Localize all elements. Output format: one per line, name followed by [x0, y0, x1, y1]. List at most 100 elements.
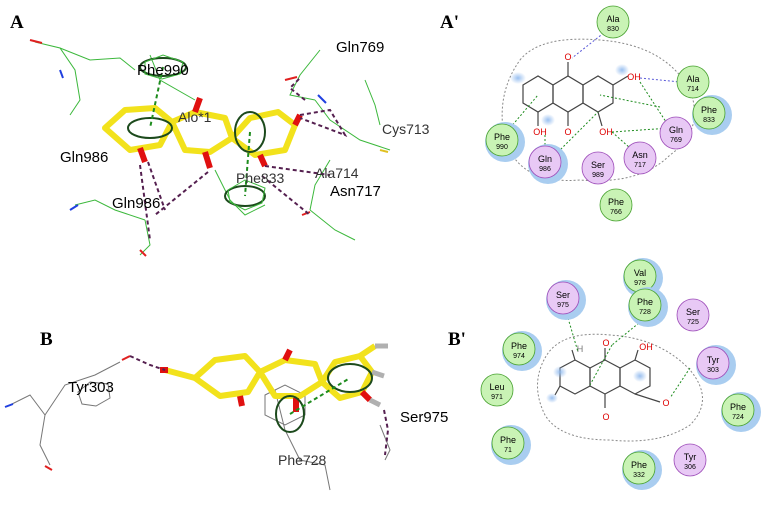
pi-rings-a [127, 57, 266, 207]
label-phe728: Phe728 [278, 452, 326, 468]
residue-number: 986 [539, 166, 551, 173]
residue-disc [581, 151, 615, 185]
residue-disc [528, 145, 562, 179]
pocket-contour-b [537, 333, 703, 442]
atom-h-b: H [577, 344, 584, 354]
residue-name: Ser [686, 307, 700, 317]
residue-disc [676, 298, 710, 332]
residue-ser-989: Ser 989 [581, 151, 615, 185]
label-gln769: Gln769 [336, 39, 384, 56]
atom-o-bottom-b: O [602, 412, 609, 422]
residues-a-prime: Ala830Ala714Phe833Phe990Gln769Asn717Ser9… [485, 5, 732, 222]
residue-name: Phe [511, 341, 527, 351]
solvent-spot [553, 366, 567, 378]
label-asn717: Asn717 [330, 183, 381, 200]
residue-disc [628, 288, 662, 322]
protein-sticks-b [9, 361, 391, 491]
residue-name: Leu [489, 382, 504, 392]
residue-ala-830: Ala 830 [596, 5, 630, 39]
panel-a-prime: A' O OH OH OH O [440, 5, 732, 222]
residue-number: 725 [687, 319, 699, 326]
interactions-a [139, 66, 348, 241]
residue-disc [596, 5, 630, 39]
label-gln986-lower: Gln986 [112, 195, 160, 212]
residue-number: 769 [670, 137, 682, 144]
label-phe990: Phe990 [137, 62, 189, 79]
panel-b-prime-letter: B' [448, 329, 466, 350]
residue-phe-833: Phe 833 [692, 95, 732, 135]
residue-number: 71 [504, 447, 512, 454]
residue-number: 978 [634, 280, 646, 287]
residue-disc [696, 346, 730, 380]
residue-name: Val [634, 268, 646, 278]
ligand-oxygens-a [137, 96, 303, 169]
ligand-3d-b [164, 343, 377, 401]
residue-name: Phe [701, 105, 717, 115]
solvent-spot [546, 393, 558, 403]
atom-o-top-b: O [602, 338, 609, 348]
ligand-terminals-b [368, 343, 388, 408]
residue-name: Gln [669, 125, 683, 135]
residue-name: Phe [631, 460, 647, 470]
residue-name: Tyr [707, 355, 720, 365]
residue-name: Tyr [684, 452, 697, 462]
residue-phe-728: Phe728 [628, 287, 668, 327]
ligand-2d-a [522, 62, 629, 127]
pi-rings-b [275, 363, 373, 433]
residue-number: 833 [703, 117, 715, 124]
residue-disc [692, 96, 726, 130]
residue-name: Gln [538, 154, 552, 164]
residue-phe-71: Phe 71 [491, 425, 531, 465]
atom-o-top: O [564, 52, 571, 62]
label-gln986-upper: Gln986 [60, 149, 108, 166]
residue-name: Ala [606, 14, 619, 24]
residue-number: 766 [610, 209, 622, 216]
hetero-atoms-b [4, 355, 131, 471]
residue-gln-769: Gln 769 [659, 116, 693, 150]
atom-oh-b: OH [639, 342, 653, 352]
residue-name: Phe [730, 402, 746, 412]
residue-name: Ser [556, 290, 570, 300]
residue-disc [673, 443, 707, 477]
atom-oh-mid: OH [599, 127, 613, 137]
residue-disc [721, 393, 755, 427]
residue-name: Phe [500, 435, 516, 445]
residue-disc [502, 332, 536, 366]
residue-disc [623, 141, 657, 175]
atom-o-bottom: O [564, 127, 571, 137]
panel-a: A [10, 12, 430, 257]
residue-disc [485, 123, 519, 157]
residue-disc [599, 188, 633, 222]
residue-ala-714: Ala714 [676, 65, 710, 99]
solvent-spot [541, 114, 555, 126]
residue-name: Phe [494, 132, 510, 142]
atom-o-right-b: O [662, 398, 669, 408]
ligand-2d-b [554, 348, 661, 408]
residue-name: Ser [591, 160, 605, 170]
residue-number: 306 [684, 464, 696, 471]
residue-number: 303 [707, 367, 719, 374]
residue-number: 989 [592, 172, 604, 179]
atom-oh-left: OH [533, 127, 547, 137]
residue-disc [546, 281, 580, 315]
protein-sticks-a [34, 41, 391, 256]
residue-phe-990: Phe990 [485, 122, 525, 162]
residue-ser-725: Ser 725 [676, 298, 710, 332]
label-phe833: Phe833 [236, 170, 284, 186]
residue-disc [676, 65, 710, 99]
label-ala714: Ala714 [315, 165, 359, 181]
residue-number: 717 [634, 162, 646, 169]
residue-name: Phe [637, 297, 653, 307]
solvent-spot [510, 72, 526, 84]
residue-number: 975 [557, 302, 569, 309]
panel-a-letter: A [10, 12, 24, 33]
residue-ser-975: Ser 975 [546, 280, 586, 320]
residue-tyr-303: Tyr 303 [696, 345, 736, 385]
residue-number: 830 [607, 26, 619, 33]
label-alo1: Alo*1 [178, 109, 212, 125]
atom-oh-right: OH [627, 72, 641, 82]
